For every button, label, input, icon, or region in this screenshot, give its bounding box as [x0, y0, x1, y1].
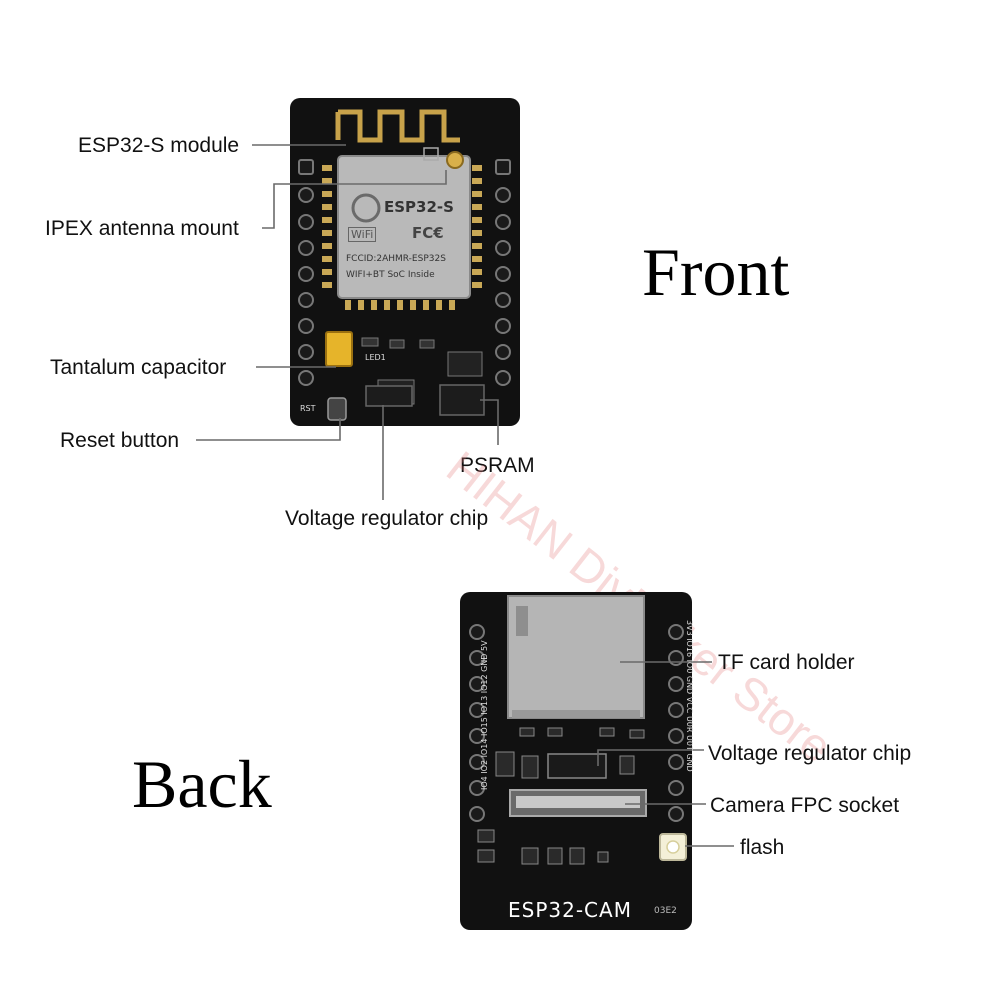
back-board-name: ESP32-CAM: [508, 898, 632, 922]
back-leader-lines: [597, 661, 734, 847]
module-castellations: [322, 165, 482, 310]
back-board-code: 03E2: [654, 906, 677, 916]
back-regulator-icon: [547, 753, 607, 779]
label-front-voltage-regulator: Voltage regulator chip: [285, 507, 489, 530]
module-fcc-text: FC€: [412, 224, 444, 242]
module-name-text: ESP32-S: [384, 198, 454, 216]
module-fccid-text: FCCID:2AHMR-ESP32S: [346, 254, 446, 264]
label-psram: PSRAM: [460, 454, 535, 477]
ipex-connector-icon: [446, 151, 464, 169]
label-reset-button: Reset button: [60, 429, 180, 452]
back-title: Back: [132, 746, 272, 822]
silk-rst-text: RST: [300, 404, 316, 413]
reset-button-icon: [327, 397, 347, 421]
label-camera-fpc-socket: Camera FPC socket: [710, 794, 900, 817]
esp32s-shield: [337, 155, 471, 299]
label-ipex-antenna-mount: IPEX antenna mount: [45, 217, 239, 240]
back-left-pins: [469, 624, 485, 822]
label-tantalum-capacitor: Tantalum capacitor: [50, 356, 227, 379]
label-tf-card-holder: TF card holder: [718, 651, 855, 674]
back-right-pins: [668, 624, 684, 822]
back-pin-labels-right: 3V3 IO16 IO0 GND VCC U0R U0T GND: [685, 620, 694, 772]
back-pin-labels-left: IO4 IO2 IO14 IO15 IO13 IO12 GND 5V: [480, 640, 489, 790]
label-back-voltage-regulator: Voltage regulator chip: [708, 742, 912, 765]
front-leader-lines: [196, 144, 499, 500]
tf-card-holder-icon: [507, 595, 645, 719]
label-esp32s-module: ESP32-S module: [78, 134, 240, 157]
module-wifi-text: WiFi: [348, 227, 377, 242]
front-regulator-icon: [365, 385, 413, 407]
module-soc-text: WIFI+BT SoC Inside: [346, 270, 435, 280]
label-flash: flash: [740, 836, 785, 859]
espressif-logo-icon: [351, 193, 381, 223]
front-right-pins: [495, 159, 511, 386]
front-left-pins: [298, 159, 314, 386]
silk-led-text: LED1: [365, 353, 386, 362]
tantalum-capacitor-icon: [325, 331, 353, 367]
pcb-antenna-trace: [335, 109, 460, 143]
front-title: Front: [642, 234, 790, 310]
